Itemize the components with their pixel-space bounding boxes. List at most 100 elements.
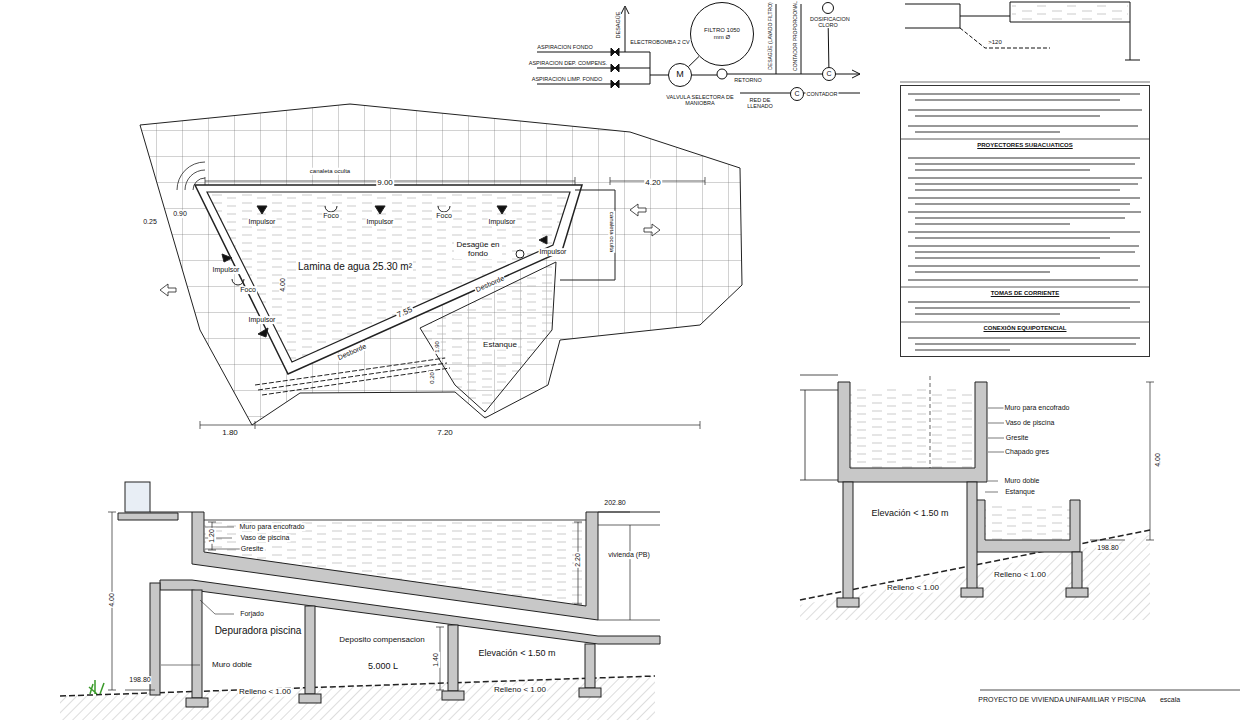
part-label: Vaso de piscina — [1005, 419, 1056, 427]
pool-plan-part — [255, 358, 450, 395]
pipe-line — [689, 56, 700, 66]
dimension-label: 1.40 — [432, 652, 440, 668]
title-block — [980, 690, 1240, 691]
cross-section-part — [837, 598, 859, 607]
part-label: Estanque — [482, 341, 518, 350]
pool-plan-part — [516, 250, 524, 258]
cross-section-part — [967, 482, 977, 590]
longitudinal-section-part — [579, 688, 601, 697]
longitudinal-section-part — [598, 525, 660, 620]
notes-text-lines-part — [908, 302, 1140, 314]
pipe-label: RETORNO — [733, 77, 762, 83]
equipment-label: VALVULA SELECTORA DE MANIOBRA — [664, 94, 736, 106]
node-text: C — [826, 70, 831, 78]
part-label: canaleta oculta — [609, 211, 616, 253]
dimension-label: 0.20 — [429, 371, 436, 385]
part-label: Relleno < 1.00 — [238, 688, 292, 697]
longitudinal-section-part — [192, 590, 202, 698]
dosing-circle — [822, 2, 834, 14]
longitudinal-section-part — [150, 512, 660, 513]
cross-section-part — [975, 500, 1080, 552]
part-label: Desagüe en fondo — [454, 241, 502, 259]
longitudinal-section-part — [192, 512, 598, 620]
dimension-label: 1.20 — [208, 528, 216, 544]
part-label: Elevación < 1.50 m — [478, 649, 557, 659]
meter-label: CONTADOR — [805, 91, 838, 97]
equipment-label: ELECTROBOMBA 2 CV — [629, 39, 690, 45]
part-label: Impulsor — [248, 218, 277, 226]
pool-plan-part — [222, 206, 547, 337]
meter-symbol: C — [822, 67, 836, 81]
schematic-label: DESAGÜE — [615, 11, 621, 40]
notes-text-lines-part — [908, 94, 1142, 132]
longitudinal-section-part — [299, 694, 321, 703]
cross-section — [800, 375, 1154, 620]
schematic-label: ASPIRACION LIMP. FONDO — [531, 76, 604, 82]
hydraulic-schematic-part — [717, 69, 727, 79]
part-label: Gresite — [240, 545, 265, 553]
part-label: Lamina de agua 25.30 m² — [297, 261, 413, 272]
pump-motor: M — [668, 63, 692, 87]
notes-text-lines-part — [908, 338, 1140, 350]
detail-section-part — [900, 82, 1150, 83]
detail-section-part — [1125, 22, 1140, 60]
notes-text-lines — [900, 94, 1150, 350]
longitudinal-section — [60, 482, 660, 720]
longitudinal-section-part — [125, 512, 630, 690]
part-label: Elevación < 1.50 m — [871, 509, 950, 519]
chlorine-dosing: DOSIFICACION CLORO — [810, 2, 846, 28]
title-block-part — [980, 690, 1240, 691]
hydraulic-schematic-part — [692, 75, 717, 76]
pipe-label: DESAGÜE (LAVADO FILTRO) — [768, 1, 774, 71]
detail-section-part — [905, 2, 1130, 28]
longitudinal-section-part — [89, 680, 104, 694]
cross-section-part — [985, 505, 1070, 540]
longitudinal-section-part — [585, 644, 595, 688]
section-heading: CONEXIÓN EQUIPOTENCIAL — [901, 325, 1149, 331]
longitudinal-section-part — [108, 512, 582, 690]
filter-tank: FILTRO 1050 mm Ø — [690, 2, 754, 66]
part-label: Muro doble — [211, 661, 253, 670]
dimension-label: 4.00 — [1154, 452, 1162, 468]
dimension-label: 202.80 — [603, 499, 626, 507]
dimension-label: 9.00 — [376, 179, 394, 188]
pipe-line — [828, 28, 830, 67]
part-label: Relleno < 1.00 — [993, 571, 1047, 580]
dimension-label: 2.20 — [574, 552, 582, 568]
part-label: Impulsor — [366, 218, 395, 226]
cross-section-part — [1066, 588, 1088, 597]
dimension-label: 5.000 L — [367, 662, 399, 672]
schematic-label: ASPIRACION FONDO — [536, 44, 593, 50]
detail-section-part — [1012, 4, 1128, 20]
part-label: Impulsor — [212, 266, 241, 274]
node-text: C — [794, 90, 799, 98]
part-label: Deposito compensacion — [338, 636, 425, 645]
notes-panel: PROYECTORES SUBACUATICOSTOMAS DE CORRIEN… — [900, 85, 1150, 357]
part-label: Depuradora piscina — [214, 625, 303, 636]
part-label: vivienda (PB) — [607, 551, 651, 559]
dimension-label: 198.80 — [128, 676, 151, 684]
pool-plan-part — [420, 262, 556, 412]
part-label: Vaso de piscina — [240, 534, 291, 542]
node-text: FILTRO 1050 mm Ø — [699, 27, 745, 40]
part-label: Impulsor — [539, 248, 568, 256]
part-label: canaleta oculta — [309, 168, 351, 175]
part-label: Muro para encofrado — [1004, 404, 1071, 412]
dimension-label: 0.90 — [172, 210, 188, 218]
notes-text-lines-part — [908, 158, 1142, 280]
section-heading: PROYECTORES SUBACUATICOS — [901, 142, 1149, 148]
dimension-label: 198.80 — [1096, 544, 1119, 552]
cross-section-part — [1090, 382, 1154, 540]
part-label: Relleno < 1.00 — [493, 686, 547, 695]
node-text: M — [676, 70, 684, 80]
part-label: Muro para encofrado — [239, 523, 306, 531]
dimension-label: 4.00 — [279, 277, 287, 293]
cross-section-part — [1072, 552, 1082, 590]
dimension-label: 4.20 — [644, 179, 662, 188]
meter-symbol: C — [790, 87, 804, 101]
part-label: Gresite — [1005, 434, 1030, 442]
dimension-label: 7.20 — [436, 429, 454, 438]
hydraulic-schematic-part — [611, 48, 619, 88]
